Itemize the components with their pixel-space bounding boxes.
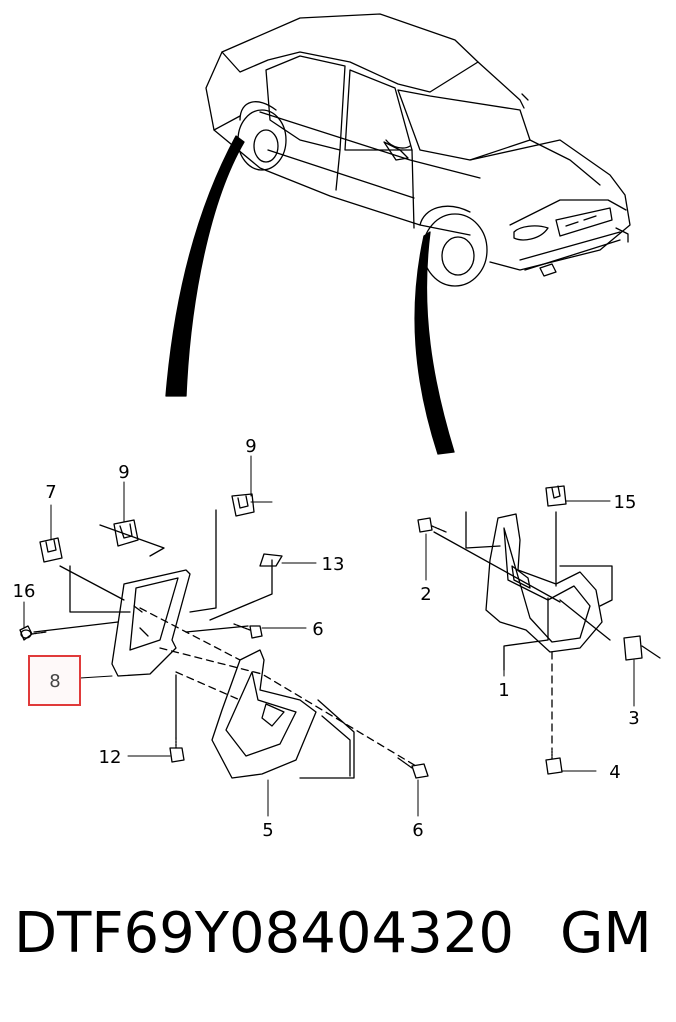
part-number: DTF69Y08404320 xyxy=(14,901,515,966)
callout-1[interactable]: 1 xyxy=(498,680,509,701)
car-illustration xyxy=(205,13,631,287)
callout-12[interactable]: 12 xyxy=(99,747,122,768)
callout-4[interactable]: 4 xyxy=(609,762,620,783)
mud-flap-part-5 xyxy=(211,649,317,779)
callouts: 1 2 3 4 5 6 6 7 8 9 9 12 13 15 16 xyxy=(13,436,640,841)
callout-9-upper[interactable]: 9 xyxy=(245,436,256,457)
callout-3[interactable]: 3 xyxy=(628,708,639,729)
callout-5[interactable]: 5 xyxy=(262,820,273,841)
callout-6-upper[interactable]: 6 xyxy=(312,619,323,640)
callout-16[interactable]: 16 xyxy=(13,581,36,602)
clip-part-15 xyxy=(545,485,567,507)
callout-15[interactable]: 15 xyxy=(614,492,637,513)
callout-7[interactable]: 7 xyxy=(45,482,56,503)
mud-flap-part-8 xyxy=(111,569,191,677)
bracket-part-13 xyxy=(259,553,283,567)
right-assembly xyxy=(417,485,661,775)
location-pointers xyxy=(165,135,455,455)
clip-part-3 xyxy=(623,635,643,661)
clip-part-9-left xyxy=(113,519,139,547)
callout-2[interactable]: 2 xyxy=(420,584,431,605)
leader-lines xyxy=(23,455,635,817)
clip-part-7 xyxy=(39,537,63,563)
callout-8[interactable]: 8 xyxy=(49,671,60,692)
callout-9-left[interactable]: 9 xyxy=(118,462,129,483)
mud-flap-part-1 xyxy=(485,513,603,653)
callout-13[interactable]: 13 xyxy=(322,554,345,575)
brand-label: GM xyxy=(560,901,652,966)
clip-part-9-upper xyxy=(231,493,255,517)
highlight-box-part-8 xyxy=(28,655,81,706)
callout-6-lower[interactable]: 6 xyxy=(412,820,423,841)
left-assembly xyxy=(19,493,429,779)
